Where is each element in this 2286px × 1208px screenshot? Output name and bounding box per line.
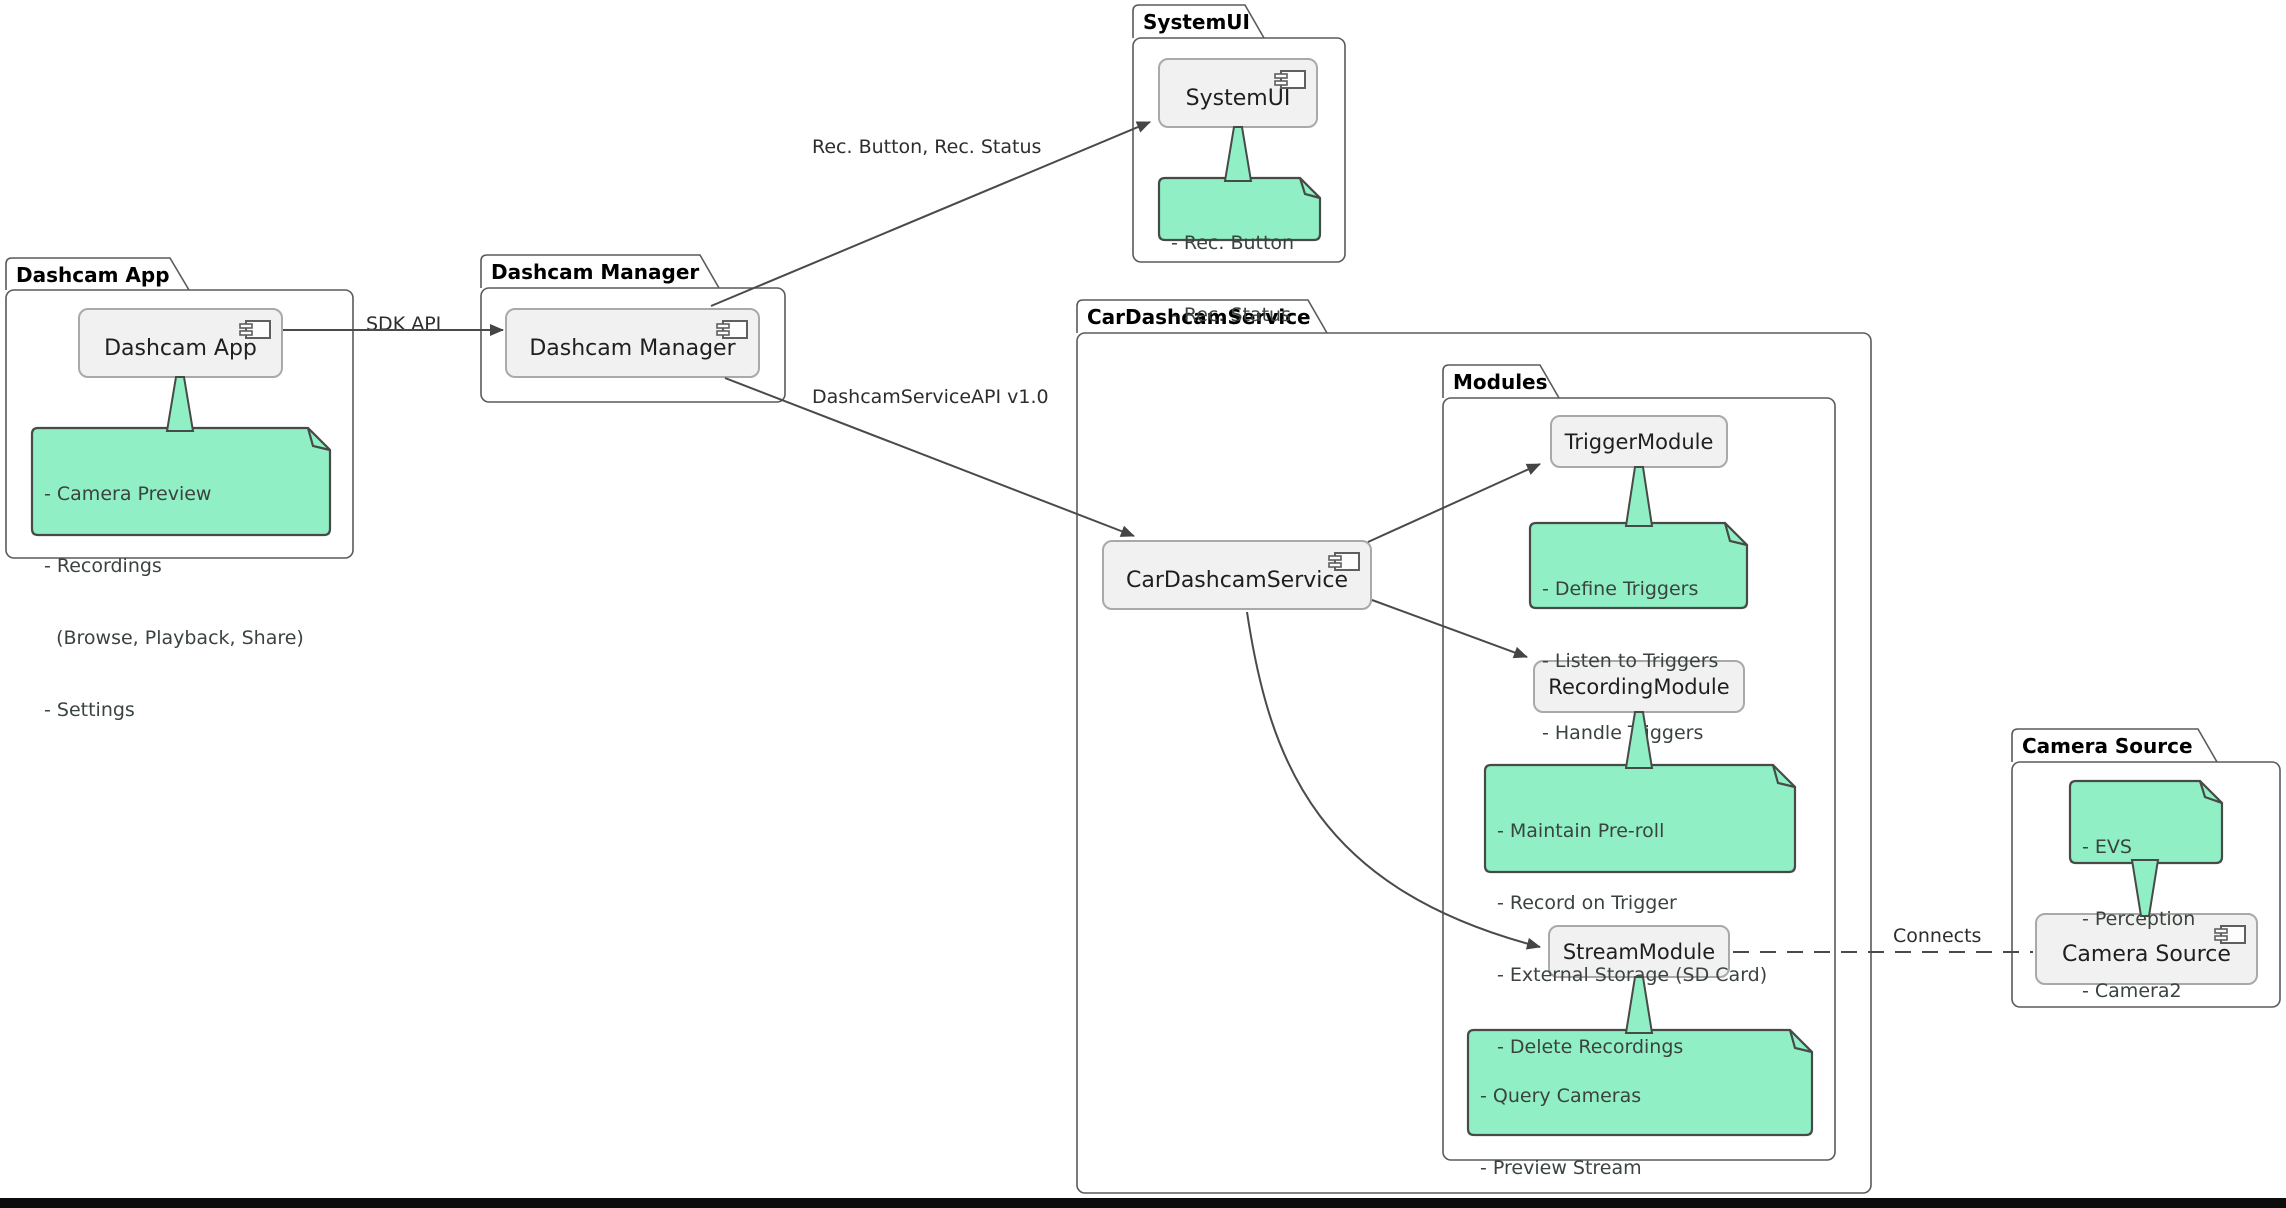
note-line: - Define Triggers bbox=[1542, 578, 1699, 600]
note-text-systemui: - Rec. Button - Rec. Status bbox=[1171, 183, 1294, 375]
edge-label-rec-button-status: Rec. Button, Rec. Status bbox=[812, 136, 1042, 158]
component-car-dashcam-service: CarDashcamService bbox=[1102, 540, 1372, 610]
package-dashcam-app-tab bbox=[5, 257, 190, 291]
component-label: StreamModule bbox=[1562, 939, 1716, 964]
note-line: - Maintain Pre-roll bbox=[1497, 820, 1665, 842]
component-dashcam-app: Dashcam App bbox=[78, 308, 283, 378]
note-line: - Query Cameras bbox=[1480, 1085, 1642, 1107]
package-title-car-dashcam-service: CarDashcamService bbox=[1087, 305, 1311, 329]
note-systemui-fold bbox=[1298, 177, 1321, 200]
component-label: TriggerModule bbox=[1564, 429, 1714, 454]
package-camera-source-tab bbox=[2011, 728, 2218, 763]
package-title-systemui: SystemUI bbox=[1143, 10, 1250, 34]
note-line: - Preview Stream bbox=[1480, 1157, 1642, 1179]
component-trigger-module: TriggerModule bbox=[1550, 415, 1728, 468]
package-modules-tab bbox=[1442, 364, 1560, 399]
component-icon bbox=[2212, 922, 2248, 954]
note-trigger-module-fold bbox=[1723, 522, 1748, 547]
note-dashcam-app-shape bbox=[30, 426, 332, 537]
component-icon bbox=[1326, 549, 1362, 581]
edge-label-sdk-api: SDK API bbox=[366, 313, 442, 335]
note-stream-module-shape bbox=[1466, 1028, 1814, 1137]
component-icon bbox=[237, 317, 273, 349]
edge-label-dashcam-service-api: DashcamServiceAPI v1.0 bbox=[812, 386, 1049, 408]
package-title-dashcam-app: Dashcam App bbox=[16, 263, 170, 287]
note-line: - Record on Trigger bbox=[1497, 892, 1677, 914]
note-line: - Rec. Status bbox=[1171, 304, 1292, 326]
note-stream-module-fold bbox=[1788, 1029, 1813, 1054]
component-icon bbox=[714, 317, 750, 349]
note-text-dashcam-app: - Camera Preview - Recordings (Browse, P… bbox=[44, 434, 304, 770]
note-line: - Settings bbox=[44, 699, 135, 721]
bottom-bar bbox=[0, 1198, 2286, 1208]
note-line: (Browse, Playback, Share) bbox=[44, 627, 304, 649]
note-text-stream-module: - Query Cameras - Preview Stream - Snaps… bbox=[1480, 1036, 1784, 1208]
component-icon bbox=[1272, 67, 1308, 99]
component-label: Dashcam Manager bbox=[529, 335, 736, 361]
note-line: - Handle Triggers bbox=[1542, 722, 1704, 744]
package-title-dashcam-manager: Dashcam Manager bbox=[491, 260, 700, 284]
component-systemui: SystemUI bbox=[1158, 58, 1318, 128]
note-text-trigger-module: - Define Triggers - Listen to Triggers -… bbox=[1542, 529, 1718, 793]
package-title-modules: Modules bbox=[1453, 370, 1548, 394]
component-stream-module: StreamModule bbox=[1548, 925, 1730, 978]
note-line: - Camera2 bbox=[2082, 980, 2182, 1002]
note-line: - Camera Preview bbox=[44, 483, 212, 505]
component-label: CarDashcamService bbox=[1125, 567, 1349, 593]
package-dashcam-manager-tab bbox=[480, 254, 720, 289]
note-dashcam-app-fold bbox=[306, 427, 331, 452]
note-camera-source-fold bbox=[2198, 780, 2223, 805]
note-line: - Delete Recordings bbox=[1497, 1036, 1684, 1058]
component-label: RecordingModule bbox=[1548, 674, 1730, 699]
edge-label-connects: Connects bbox=[1893, 925, 1982, 947]
note-line: - Listen to Triggers bbox=[1542, 650, 1719, 672]
note-line: - External Storage (SD Card) bbox=[1497, 964, 1768, 986]
package-title-camera-source: Camera Source bbox=[2022, 734, 2193, 758]
package-systemui-tab bbox=[1132, 4, 1265, 39]
component-label: Dashcam App bbox=[104, 335, 257, 361]
note-line: - Perception bbox=[2082, 908, 2196, 930]
note-systemui-shape bbox=[1157, 176, 1322, 242]
component-label: SystemUI bbox=[1185, 85, 1291, 111]
note-camera-source-shape bbox=[2068, 779, 2224, 865]
note-line: - EVS bbox=[2082, 836, 2132, 858]
note-recording-module-fold bbox=[1771, 764, 1796, 789]
note-line: - Rec. Button bbox=[1171, 232, 1295, 254]
component-dashcam-manager: Dashcam Manager bbox=[505, 308, 760, 378]
note-line: - Recordings bbox=[44, 555, 162, 577]
note-text-camera-source: - EVS - Perception - Camera2 bbox=[2082, 787, 2195, 1051]
component-label: Camera Source bbox=[2062, 941, 2231, 967]
